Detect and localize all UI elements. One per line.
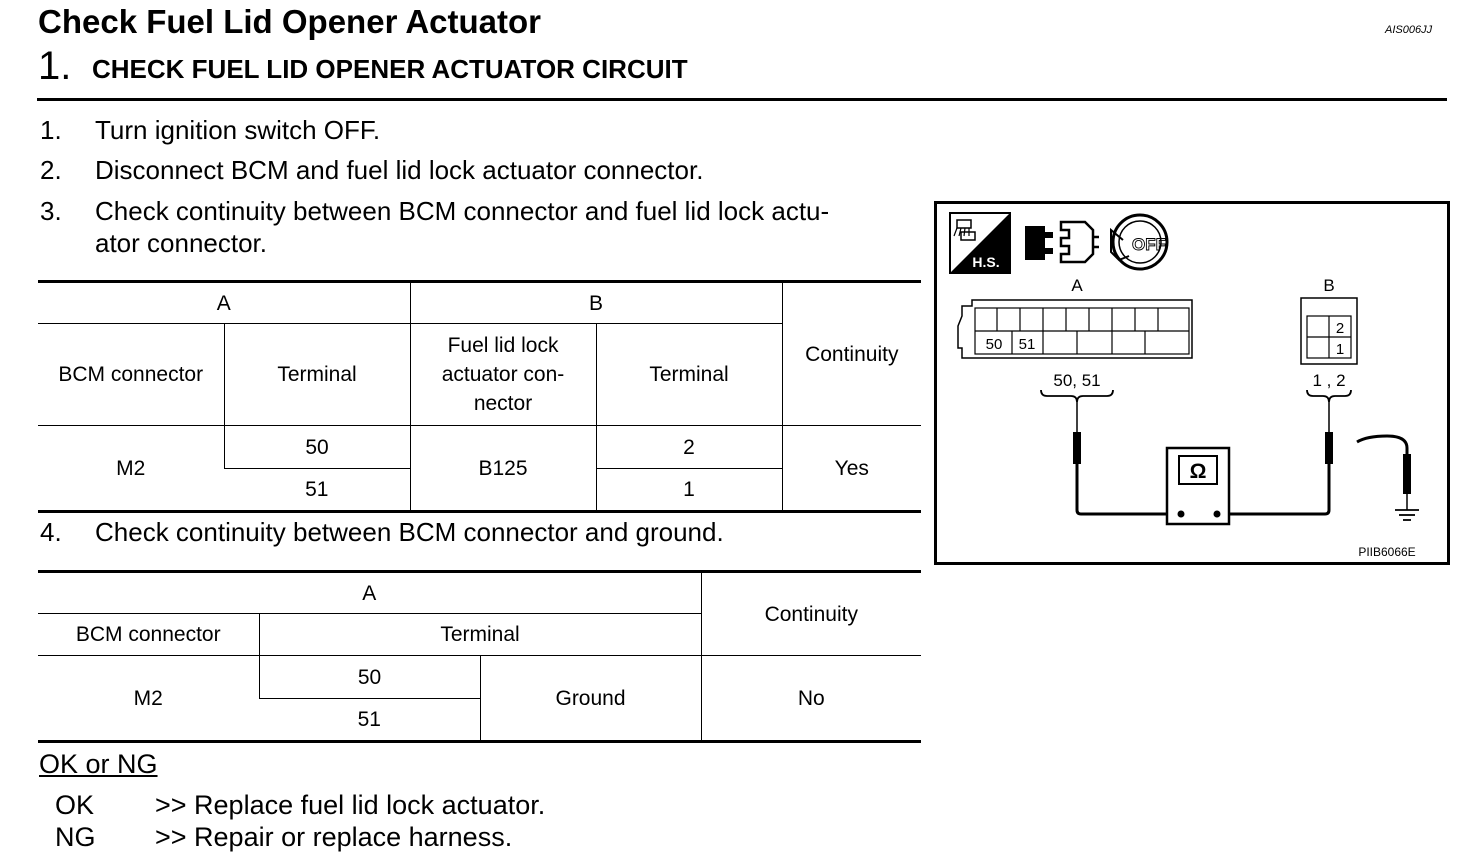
document-id: AIS006JJ bbox=[1385, 24, 1433, 36]
header-rule bbox=[37, 98, 1447, 101]
cell-terminal-b: 2 bbox=[595, 425, 783, 469]
result-heading: OK or NG bbox=[39, 749, 158, 779]
cell-actuator-connector: B125 bbox=[409, 425, 597, 512]
pin-label: 2 bbox=[1336, 320, 1344, 337]
cell-terminal-a: 51 bbox=[224, 468, 411, 512]
cell-terminal-b: 1 bbox=[595, 468, 783, 512]
pin-label: 1 bbox=[1336, 341, 1344, 358]
ok-action: >> Replace fuel lid lock actuator. bbox=[155, 790, 546, 820]
hs-label: H.S. bbox=[972, 254, 999, 270]
header-line: actuator con- bbox=[441, 363, 565, 386]
header-group-a: A bbox=[362, 581, 377, 605]
figure-code: PIIB6066E bbox=[1358, 545, 1415, 559]
connector-b: 2 1 bbox=[1300, 297, 1358, 365]
header-group-a: A bbox=[216, 291, 231, 315]
instruction-text-line2: ator connector. bbox=[95, 228, 267, 258]
header-bcm-connector: BCM connector bbox=[38, 613, 259, 656]
step-number: 1. bbox=[38, 44, 72, 88]
header-terminal: Terminal bbox=[258, 613, 702, 656]
ng-action: >> Repair or replace harness. bbox=[155, 822, 513, 852]
ignition-off-icon: OFF bbox=[1110, 213, 1169, 271]
cell-continuity: No bbox=[700, 655, 922, 742]
pin-label: 50 bbox=[986, 336, 1003, 353]
cell-terminal-a: 50 bbox=[223, 425, 411, 469]
instruction-text: Disconnect BCM and fuel lid lock actuato… bbox=[95, 155, 704, 185]
instruction-text: Turn ignition switch OFF. bbox=[95, 115, 381, 145]
ok-label: OK bbox=[55, 790, 95, 820]
instruction-number: 3. bbox=[40, 196, 62, 226]
connector-a: 50 51 bbox=[957, 299, 1193, 359]
header-fuel-lid-connector: Fuel lid lock actuator con- nector bbox=[409, 323, 597, 426]
header-line: nector bbox=[473, 392, 533, 415]
connector-a-label: A bbox=[1071, 276, 1083, 295]
connector-b-label: B bbox=[1323, 276, 1334, 295]
header-continuity: Continuity bbox=[781, 281, 922, 426]
probe-label-a: 50, 51 bbox=[1053, 371, 1100, 390]
header-continuity: Continuity bbox=[700, 571, 922, 656]
connector-disconnect-icon bbox=[1025, 220, 1099, 264]
cell-terminal: 51 bbox=[259, 698, 480, 742]
instruction-number: 1. bbox=[40, 115, 62, 145]
instruction-number: 2. bbox=[40, 155, 62, 185]
continuity-table-bcm-actuator: A B Continuity BCM connector Terminal Fu… bbox=[38, 280, 922, 513]
instruction-text: Check continuity between BCM connector a… bbox=[95, 517, 724, 547]
cell-terminal: 50 bbox=[258, 655, 480, 699]
circuit-diagram: H.S. OFF A bbox=[934, 201, 1450, 565]
harness-service-icon: H.S. bbox=[949, 212, 1011, 274]
header-terminal-b: Terminal bbox=[595, 323, 783, 426]
cell-continuity: Yes bbox=[781, 425, 922, 512]
header-line: Fuel lid lock bbox=[447, 334, 559, 357]
off-label: OFF bbox=[1132, 235, 1166, 254]
ohm-symbol: Ω bbox=[1190, 460, 1207, 483]
test-leads bbox=[1073, 402, 1419, 521]
pin-label: 51 bbox=[1019, 336, 1036, 353]
page-title: Check Fuel Lid Opener Actuator bbox=[38, 3, 542, 40]
header-group-b: B bbox=[409, 281, 783, 324]
header-terminal-a: Terminal bbox=[223, 323, 411, 426]
ng-label: NG bbox=[55, 822, 96, 852]
cell-bcm-connector: M2 bbox=[38, 655, 259, 742]
header-bcm-connector: BCM connector bbox=[38, 323, 224, 426]
continuity-table-bcm-ground: A Continuity BCM connector Terminal M2 5… bbox=[38, 570, 922, 743]
instruction-number: 4. bbox=[40, 517, 62, 547]
ohmmeter: Ω bbox=[1165, 446, 1231, 526]
probe-label-b: 1 , 2 bbox=[1312, 371, 1345, 390]
cell-bcm-connector: M2 bbox=[38, 425, 224, 512]
instruction-text-line1: Check continuity between BCM connector a… bbox=[95, 196, 830, 226]
step-title: CHECK FUEL LID OPENER ACTUATOR CIRCUIT bbox=[92, 54, 688, 84]
cell-ground: Ground bbox=[479, 655, 702, 742]
